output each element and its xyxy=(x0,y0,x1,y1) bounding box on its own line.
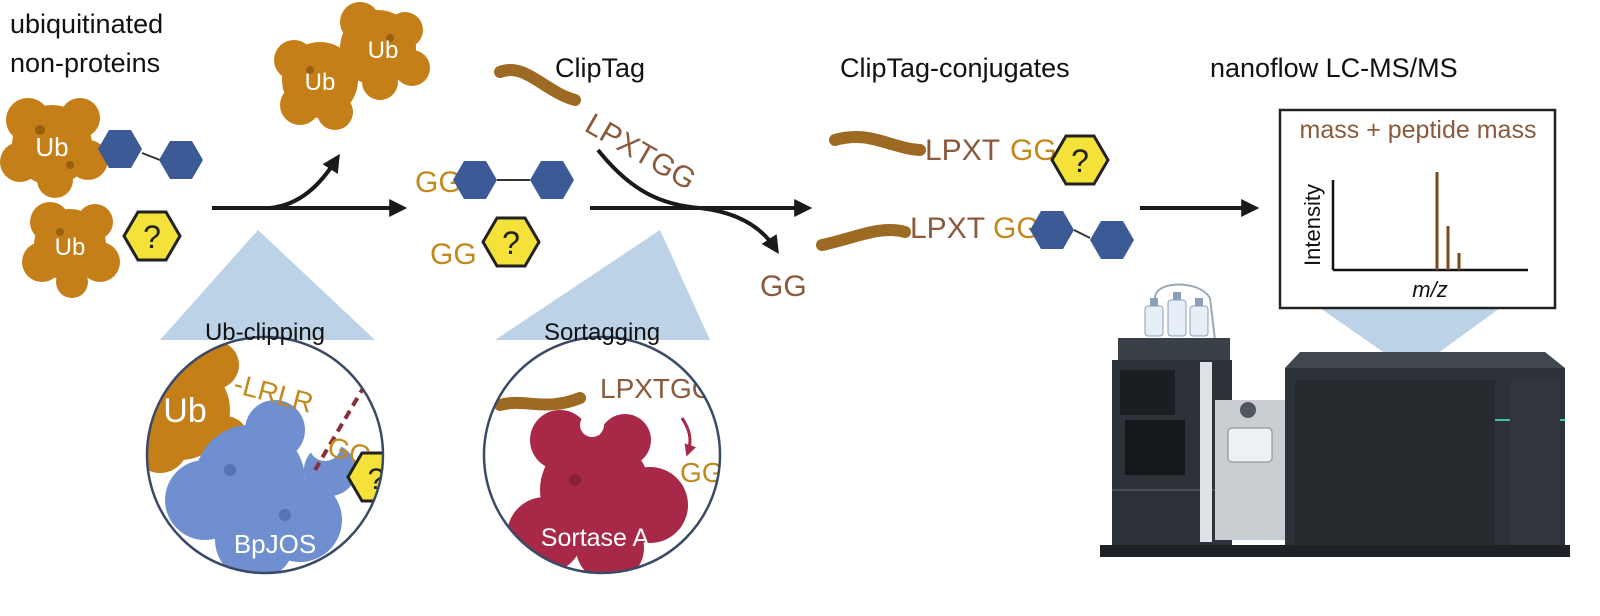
unknown-hexagon xyxy=(346,451,383,503)
ub-blob: Ub xyxy=(22,202,120,298)
conjugate-lpxt: LPXT xyxy=(910,212,985,245)
conjugate-linker xyxy=(829,131,926,156)
zoom-wedge xyxy=(1320,308,1500,372)
cliptag-linker xyxy=(494,392,586,411)
unknown-hexagon xyxy=(481,216,541,268)
gg-label: GG xyxy=(415,166,462,199)
ub-clipping-panel: Ub BpJOS -LRLR GG ? Ub-clipping xyxy=(145,319,385,575)
blue-hexagon xyxy=(98,130,142,168)
spectrum-title: mass + peptide mass xyxy=(1300,116,1537,144)
unknown-mark: ? xyxy=(502,225,520,261)
blue-hexagon xyxy=(159,141,203,179)
blue-hexagon xyxy=(453,161,497,199)
zoom-wedge xyxy=(495,230,710,340)
ub-label: Ub xyxy=(368,37,399,64)
blue-hexagon xyxy=(530,161,574,199)
bpjos-label: BpJOS xyxy=(234,529,316,559)
unknown-hexagon xyxy=(1050,134,1110,186)
unknown-hexagon xyxy=(122,210,182,262)
bpjos-enzyme xyxy=(165,400,356,573)
ub-dimer-released: Ub Ub xyxy=(274,2,430,130)
lc-ms-instrument xyxy=(1100,283,1570,557)
ub-blob: Ub xyxy=(0,98,108,198)
sortagging-label: Sortagging xyxy=(544,319,660,346)
ubiquitinated-label-line1: ubiquitinated xyxy=(10,9,163,39)
mass-spectrum: mass + peptide mass Intensity m/z xyxy=(1278,108,1557,310)
lcms-label: nanoflow LC-MS/MS xyxy=(1210,53,1458,83)
released-gg-label: GG xyxy=(760,270,807,303)
transfer-arrow xyxy=(680,417,696,457)
unknown-mark: ? xyxy=(1071,143,1089,179)
cliptag-input-curve xyxy=(596,148,701,210)
conjugate-linker xyxy=(816,224,911,251)
blue-hexagon xyxy=(1030,211,1074,249)
cleavage-site xyxy=(313,383,367,472)
unknown-mark: ? xyxy=(143,219,161,255)
gg-label: GG xyxy=(430,238,477,271)
ub-label: Ub xyxy=(163,392,206,430)
sortagging-sequence: LPXTGG xyxy=(600,373,714,404)
conjugate-gg: GG xyxy=(1010,134,1057,167)
cliptag-label: ClipTag xyxy=(555,53,645,83)
release-arrow xyxy=(269,153,340,210)
gg-release-arrow xyxy=(699,206,779,255)
x-axis-label: m/z xyxy=(1412,277,1447,302)
y-axis-label: Intensity xyxy=(1300,184,1325,266)
cliptag-linker xyxy=(494,64,581,106)
ub-clipping-label: Ub-clipping xyxy=(205,319,325,346)
zoom-wedge xyxy=(160,230,375,340)
ub-label: Ub xyxy=(55,234,86,261)
ub-label: Ub xyxy=(305,69,336,96)
blue-hexagon xyxy=(1090,221,1134,259)
ub-label: Ub xyxy=(35,132,68,162)
sortagging-panel: LPXTGG Sortase A GG ? Sortagging xyxy=(482,319,788,575)
unknown-mark: ? xyxy=(752,476,769,509)
sortase-enzyme xyxy=(507,410,688,573)
ubiquitinated-label-line2: non-proteins xyxy=(10,48,160,78)
sortase-label: Sortase A xyxy=(541,524,650,552)
conjugate-lpxt: LPXT xyxy=(925,134,1000,167)
unknown-hexagon xyxy=(732,466,788,514)
conjugates-label: ClipTag-conjugates xyxy=(840,53,1070,83)
gg-label: GG xyxy=(680,457,724,488)
